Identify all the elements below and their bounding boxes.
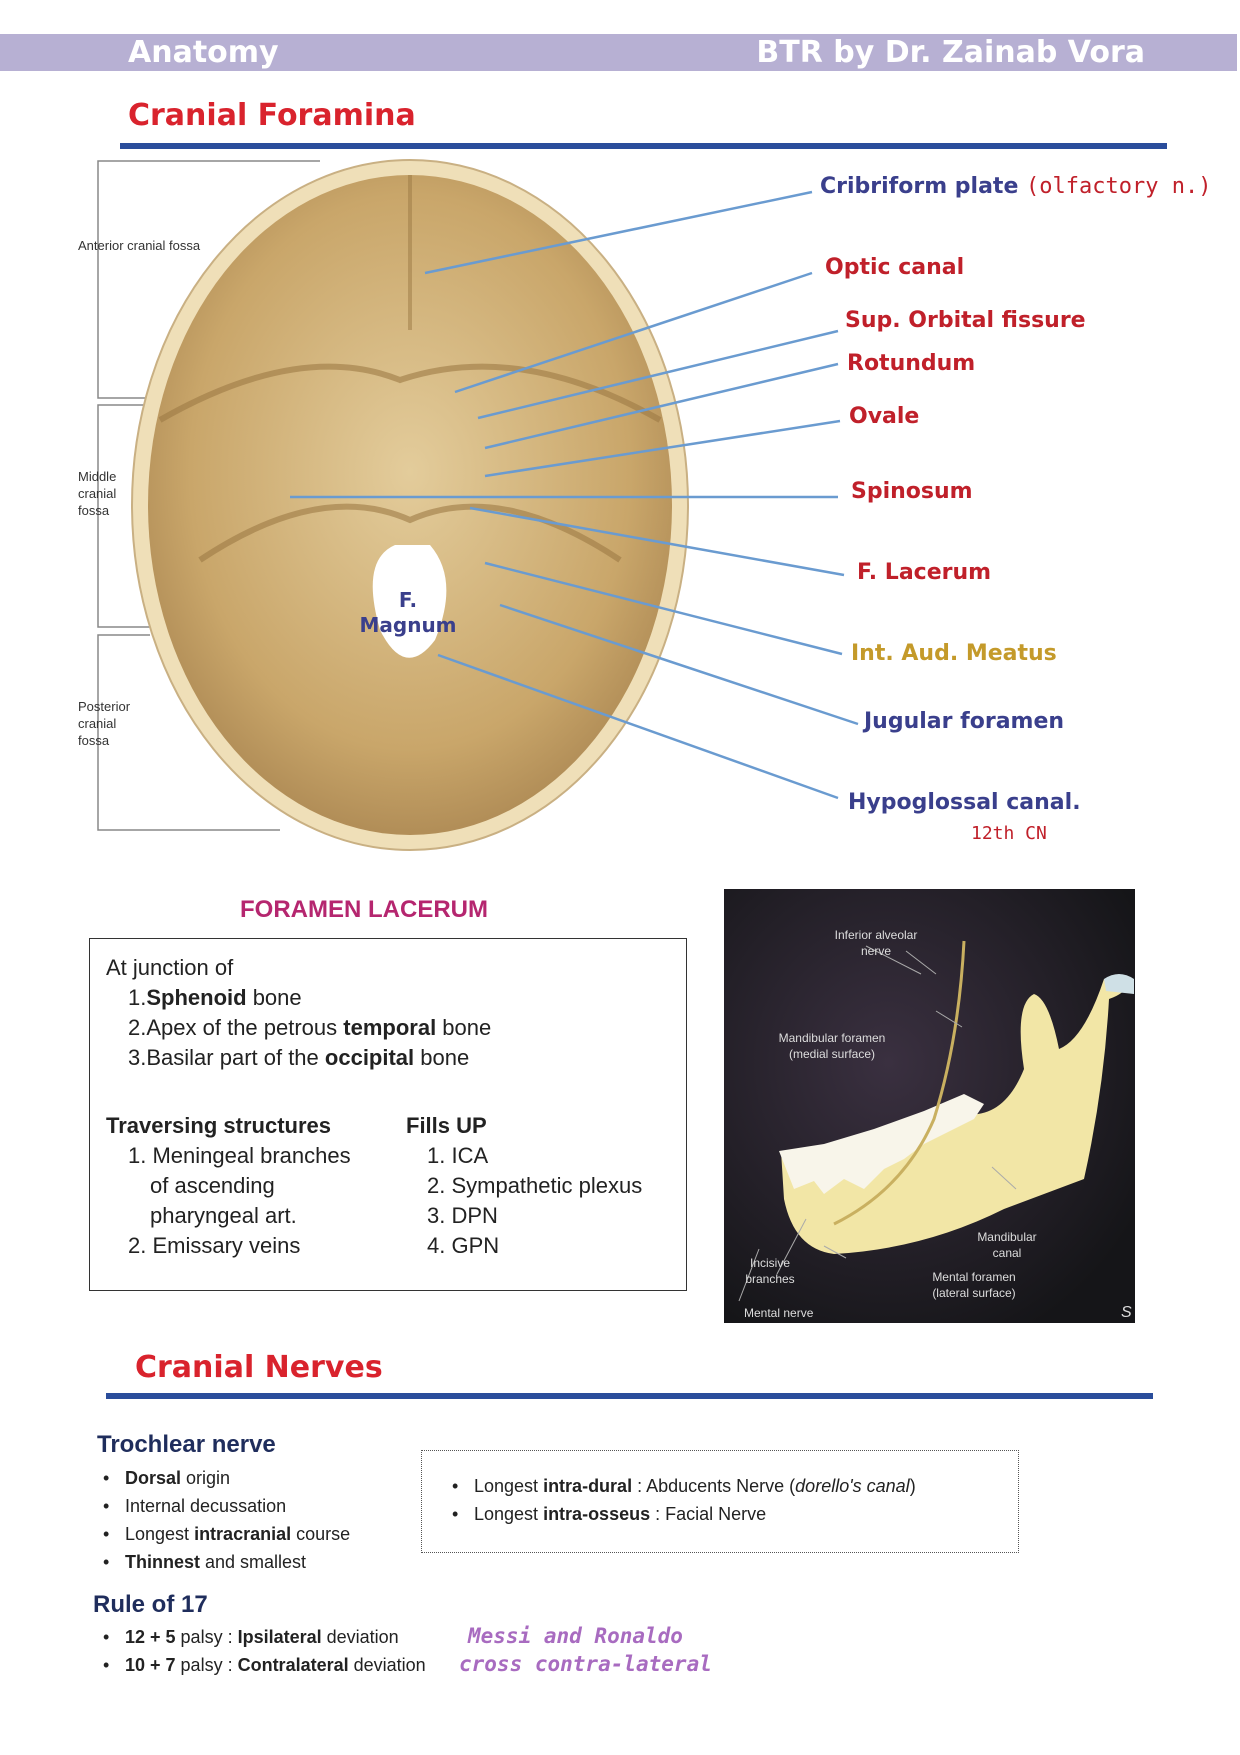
leader-lines	[290, 190, 859, 800]
trochlear-list: Dorsal origin Internal decussation Longe…	[97, 1464, 350, 1576]
mnemonic-line: Messi and Ronaldo	[468, 1624, 683, 1648]
list-item: Longest intracranial course	[97, 1520, 350, 1548]
list-item: 12 + 5 palsy : Ipsilateral deviation	[97, 1623, 426, 1651]
author-label: BTR by Dr. Zainab Vora	[756, 35, 1145, 70]
section-title-nerves: Cranial Nerves	[135, 1350, 383, 1385]
traversing-item: of ascending	[150, 1173, 275, 1198]
svg-text:branches: branches	[745, 1272, 794, 1286]
label-ovale: Ovale	[849, 404, 920, 429]
label-12th-cn: 12th CN	[971, 823, 1047, 844]
traversing-item: 1. Meningeal branches	[128, 1143, 351, 1168]
section-title-foramina: Cranial Foramina	[128, 98, 416, 133]
longest-box: Longest intra-dural : Abducents Nerve (d…	[421, 1450, 1019, 1553]
list-item: Longest intra-dural : Abducents Nerve (d…	[446, 1472, 916, 1500]
mandible-figure: Inferior alveolar nerve Mandibular foram…	[724, 889, 1135, 1323]
list-item: Thinnest and smallest	[97, 1548, 350, 1576]
svg-text:canal: canal	[993, 1246, 1022, 1260]
fills-item: 2. Sympathetic plexus	[427, 1173, 643, 1198]
label-int-aud-meatus: Int. Aud. Meatus	[851, 641, 1057, 666]
section-divider	[120, 143, 1167, 149]
skull-base-figure	[97, 159, 859, 851]
traversing-item: 2. Emissary veins	[128, 1233, 301, 1258]
svg-text:Mandibular foramen: Mandibular foramen	[779, 1031, 886, 1045]
svg-text:Mandibular: Mandibular	[977, 1230, 1036, 1244]
jaw-label: Inferior alveolar	[835, 928, 918, 942]
svg-text:Mental nerve: Mental nerve	[744, 1306, 814, 1320]
traversing-title: Traversing structures	[106, 1113, 331, 1138]
rule-title: Rule of 17	[93, 1591, 208, 1618]
list-item: Longest intra-osseus : Facial Nerve	[446, 1500, 916, 1528]
header-bar: Anatomy BTR by Dr. Zainab Vora	[0, 34, 1237, 71]
signature: S	[1121, 1304, 1132, 1321]
label-sup-orbital-fissure: Sup. Orbital fissure	[845, 308, 1086, 333]
fills-item: 1. ICA	[427, 1143, 489, 1168]
label-hypoglossal-canal: Hypoglossal canal.	[848, 790, 1081, 815]
fossa-label-posterior: Posterior cranial fossa	[78, 699, 131, 748]
svg-text:nerve: nerve	[861, 944, 891, 958]
label-rotundum: Rotundum	[847, 351, 976, 376]
svg-text:(medial surface): (medial surface)	[789, 1047, 875, 1061]
fills-item: 4. GPN	[427, 1233, 500, 1258]
fills-item: 3. DPN	[427, 1203, 498, 1228]
junction-item: 2.Apex of the petrous temporal bone	[128, 1015, 492, 1040]
rule-list: 12 + 5 palsy : Ipsilateral deviation 10 …	[97, 1623, 426, 1679]
mnemonic-line: cross contra-lateral	[459, 1652, 712, 1676]
foramen-magnum-label: F.Magnum	[359, 588, 457, 637]
lacerum-title: FORAMEN LACERUM	[240, 896, 488, 923]
fills-title: Fills UP	[406, 1113, 487, 1138]
subject-label: Anatomy	[128, 35, 279, 70]
section-divider	[106, 1393, 1153, 1399]
trochlear-title: Trochlear nerve	[97, 1431, 276, 1458]
fossa-brackets	[97, 160, 320, 831]
fossa-label-middle: Middle cranial fossa	[78, 469, 117, 518]
label-jugular-foramen: Jugular foramen	[864, 709, 1065, 734]
label-f-lacerum: F. Lacerum	[857, 560, 992, 585]
junction-item: 1.Sphenoid bone	[128, 985, 302, 1010]
svg-text:Mental foramen: Mental foramen	[932, 1270, 1015, 1284]
list-item: Dorsal origin	[97, 1464, 350, 1492]
svg-text:(lateral surface): (lateral surface)	[932, 1286, 1015, 1300]
label-optic-canal: Optic canal	[825, 255, 965, 280]
label-spinosum: Spinosum	[851, 479, 973, 504]
svg-text:Incisive: Incisive	[750, 1256, 790, 1270]
fossa-label-anterior: Anterior cranial fossa	[78, 238, 201, 253]
junction-item: 3.Basilar part of the occipital bone	[128, 1045, 470, 1070]
lacerum-intro: At junction of	[106, 955, 234, 980]
lacerum-box: At junction of 1.Sphenoid bone 2.Apex of…	[89, 938, 687, 1291]
list-item: Internal decussation	[97, 1492, 350, 1520]
label-cribriform-plate: Cribriform plate (olfactory n.)	[820, 174, 1212, 199]
traversing-item: pharyngeal art.	[150, 1203, 297, 1228]
list-item: 10 + 7 palsy : Contralateral deviation	[97, 1651, 426, 1679]
